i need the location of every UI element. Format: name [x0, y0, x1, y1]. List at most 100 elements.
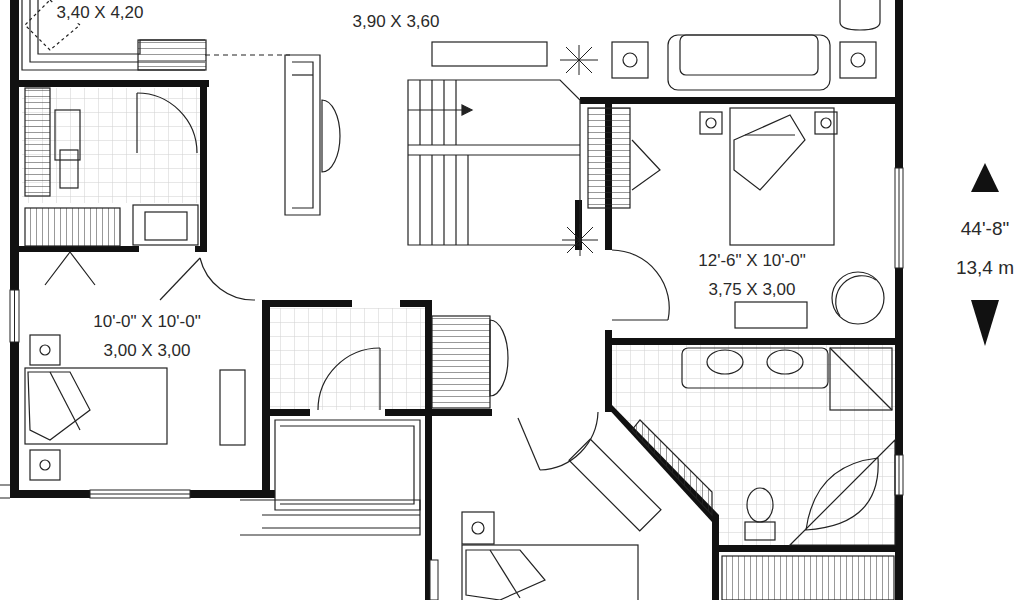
stairs	[408, 109, 462, 110]
entry	[379, 348, 380, 410]
bedroom-furniture	[588, 108, 884, 328]
entry	[0, 485, 10, 498]
wall	[200, 80, 207, 250]
wall	[19, 80, 209, 87]
bathroom-fixture	[707, 350, 743, 374]
living-furniture	[851, 53, 865, 67]
bedroom-furniture	[28, 372, 90, 440]
window	[14, 290, 15, 342]
entry	[318, 348, 380, 410]
dimension-label: 3,40 X 4,20	[54, 3, 147, 23]
bedroom-furniture	[45, 252, 95, 285]
bedroom-furniture	[30, 450, 60, 480]
entry	[240, 500, 420, 535]
living-furniture	[560, 45, 598, 75]
stairs	[432, 42, 547, 66]
bedroom-furniture	[735, 302, 807, 328]
bedroom-furniture	[25, 368, 167, 444]
stairs	[419, 155, 420, 245]
bedroom-furniture	[220, 370, 245, 445]
bedroom-furniture	[612, 319, 668, 320]
bedroom-furniture	[50, 372, 80, 430]
living-furniture	[680, 35, 818, 75]
stairs	[408, 154, 580, 155]
counter	[22, 0, 205, 70]
bedroom-furniture	[832, 272, 884, 324]
bathroom-fixture	[136, 93, 137, 153]
window	[899, 455, 900, 495]
wall	[10, 0, 19, 498]
wall	[19, 246, 139, 252]
counter	[292, 74, 313, 75]
bathroom-fixture	[55, 110, 80, 160]
stairs	[408, 144, 580, 145]
bedroom-furniture	[836, 276, 876, 316]
bedroom-furniture	[612, 250, 669, 320]
window	[895, 455, 903, 495]
bedroom-furniture	[632, 140, 660, 190]
entry	[280, 426, 414, 504]
dimension-arrow	[971, 163, 999, 346]
wall	[718, 545, 902, 552]
bathroom-fixture	[145, 212, 187, 240]
tile-floor	[22, 88, 895, 545]
wall	[262, 300, 270, 498]
bedroom-furniture	[734, 115, 805, 190]
stairs	[408, 80, 580, 245]
bedroom-furniture	[462, 545, 638, 600]
bathroom-fixture	[25, 88, 50, 196]
bathroom-fixture	[25, 88, 198, 245]
window	[430, 560, 438, 600]
bedroom-furniture	[745, 134, 795, 135]
entry	[432, 316, 490, 408]
stairs	[455, 155, 456, 245]
wall	[262, 300, 352, 307]
counter	[292, 62, 313, 208]
bathroom-fixture	[682, 348, 828, 388]
bedroom-furniture	[160, 258, 200, 300]
dimension-arrow	[971, 300, 999, 346]
counter	[322, 100, 340, 172]
bedroom-furniture	[706, 118, 716, 128]
tile-floor	[612, 345, 895, 545]
wall	[270, 409, 310, 416]
bedroom-furniture	[588, 108, 630, 208]
bedroom-furniture	[632, 420, 712, 515]
bedroom-furniture	[730, 108, 834, 245]
living-furniture	[668, 35, 830, 90]
bedroom-furniture	[462, 512, 494, 544]
tile-floor	[22, 88, 200, 203]
dimension-label: 13,4 m	[953, 257, 1017, 279]
living-furniture	[840, 42, 876, 78]
entry	[490, 320, 508, 396]
bedroom-furniture	[722, 556, 894, 600]
stairs	[467, 155, 468, 245]
bathroom-fixture	[682, 348, 895, 545]
wall	[895, 0, 903, 600]
bathroom-fixture	[767, 350, 803, 374]
stairs	[431, 80, 432, 145]
bathroom-fixture	[830, 348, 892, 410]
stairs	[419, 80, 420, 145]
wall	[195, 246, 207, 252]
living-furniture	[623, 53, 637, 67]
bedroom-furniture	[821, 118, 831, 128]
bathroom-fixture	[806, 458, 878, 530]
stairs	[408, 42, 580, 245]
wall	[385, 409, 430, 416]
living-furniture	[560, 0, 880, 256]
dimension-label: 3,00 X 3,00	[101, 341, 194, 361]
wall	[432, 409, 492, 416]
wall	[712, 515, 719, 600]
tile-floor	[270, 308, 428, 410]
stairs	[443, 155, 444, 245]
stairs	[443, 80, 444, 145]
bedroom-furniture	[40, 345, 50, 355]
bedroom-furniture	[700, 112, 722, 134]
bathroom-fixture	[137, 93, 197, 153]
bathroom-fixture	[747, 488, 773, 522]
stairs	[431, 155, 432, 245]
wall	[575, 200, 582, 250]
